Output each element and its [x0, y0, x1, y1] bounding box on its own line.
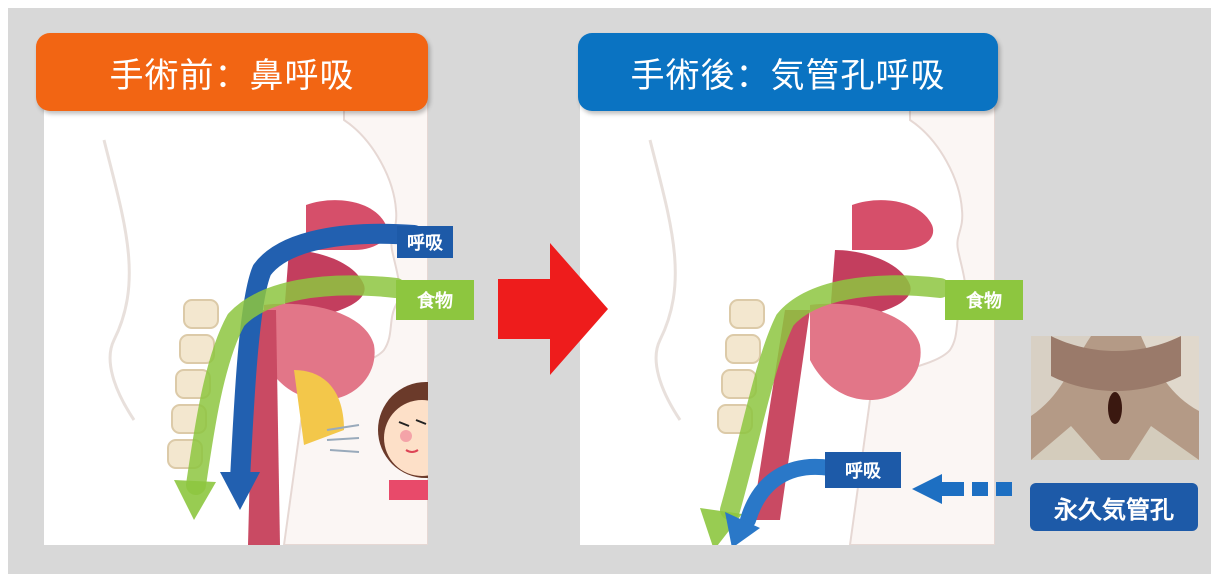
before-food-label: 食物	[396, 280, 474, 320]
before-surgery-title: 手術前：鼻呼吸	[36, 33, 428, 111]
after-surgery-title: 手術後：気管孔呼吸	[578, 33, 998, 111]
after-anatomy-illustration	[648, 100, 995, 545]
after-breathing-label: 呼吸	[825, 452, 901, 488]
before-anatomy-panel	[44, 100, 428, 545]
permanent-stoma-label: 永久気管孔	[1030, 483, 1198, 531]
transition-arrow-icon	[498, 243, 608, 375]
after-food-label: 食物	[945, 280, 1023, 320]
before-anatomy-illustration	[102, 100, 428, 545]
stoma-photo	[1031, 336, 1199, 460]
stoma-pointer-arrow-icon	[912, 474, 1012, 504]
after-anatomy-panel	[580, 100, 995, 545]
before-breathing-label: 呼吸	[397, 226, 453, 258]
